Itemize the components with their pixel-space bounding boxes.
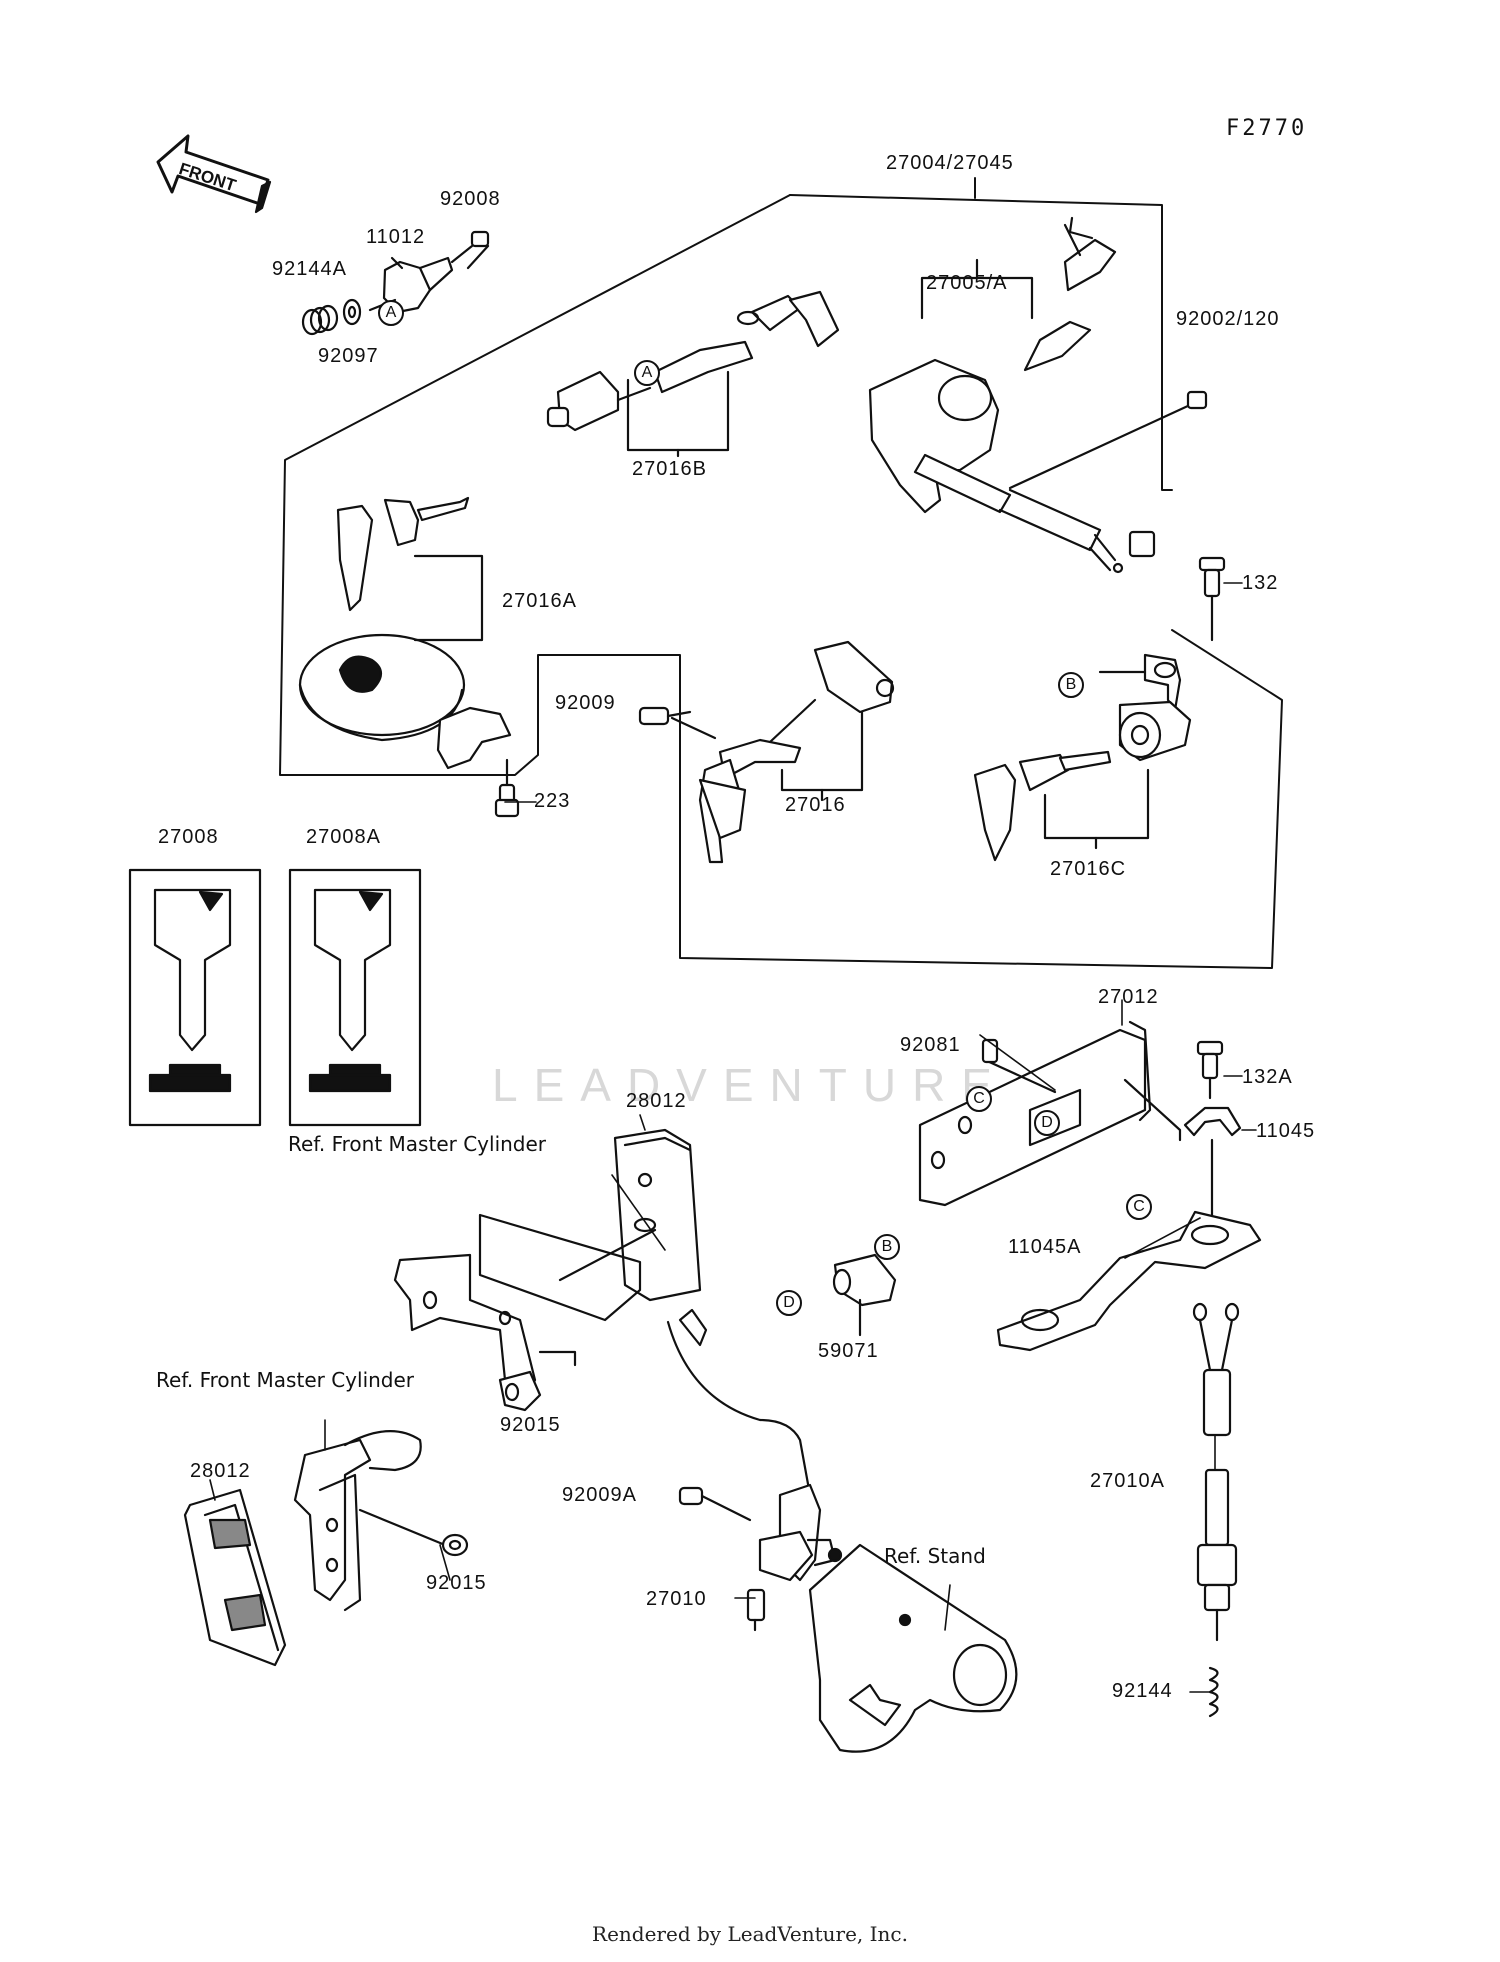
watermark: LEADVENTURE (492, 1059, 1008, 1111)
stand-ref-drawing (808, 1543, 1018, 1753)
helmet-lock-27016 (698, 640, 895, 864)
callout-d-2: D (776, 1290, 802, 1316)
part-label-223: 223 (534, 790, 571, 812)
part-label-28012-bottom: 28012 (190, 1460, 251, 1482)
bracket-27012 (918, 1020, 1182, 1207)
callout-c-2: C (1126, 1194, 1152, 1220)
part-label-92015-bottom: 92015 (426, 1572, 487, 1594)
bolt-92009 (638, 706, 717, 740)
ref-label-stand: Ref. Stand (884, 1544, 986, 1568)
key-blank-27008A (288, 868, 422, 1127)
callout-a-2: A (634, 360, 660, 386)
front-arrow-icon: FRONT (156, 134, 272, 214)
lock-27016C (973, 653, 1192, 862)
reflector-28012-bottom (183, 1488, 287, 1667)
part-label-27016B: 27016B (632, 458, 707, 480)
diagram-code: F2770 (1226, 116, 1308, 141)
footer-credit: Rendered by LeadVenture, Inc. (592, 1922, 908, 1946)
ref-label-master-cylinder-bottom: Ref. Front Master Cylinder (156, 1368, 415, 1392)
part-label-92009A: 92009A (562, 1484, 637, 1506)
part-label-27005A: 27005/A (926, 272, 1008, 294)
part-label-27016: 27016 (785, 794, 846, 816)
ref-label-master-cylinder-top: Ref. Front Master Cylinder (288, 1132, 547, 1156)
part-label-92144: 92144 (1112, 1680, 1173, 1702)
part-label-27012: 27012 (1098, 986, 1159, 1008)
part-label-27010A: 27010A (1090, 1470, 1165, 1492)
part-label-59071: 59071 (818, 1340, 879, 1362)
part-label-28012-top: 28012 (626, 1090, 687, 1112)
callout-d-1: D (1034, 1110, 1060, 1136)
part-label-27016A: 27016A (502, 590, 577, 612)
part-label-27008: 27008 (158, 826, 219, 848)
callout-a-1: A (378, 300, 404, 326)
bolt-132A (1196, 1040, 1224, 1100)
part-label-132: 132 (1242, 572, 1279, 594)
part-label-11045: 11045 (1256, 1120, 1316, 1142)
part-label-11012: 11012 (366, 226, 426, 248)
fuel-cap-27016A (298, 496, 512, 770)
nut-92015-bottom (441, 1533, 469, 1557)
seat-lock-27016B (546, 290, 840, 458)
part-label-27004-27045: 27004/27045 (886, 152, 1014, 174)
part-label-92002-120: 92002/120 (1176, 308, 1280, 330)
ignition-switch-27005A (868, 216, 1208, 574)
part-label-92009: 92009 (555, 692, 616, 714)
stand-switch-27010 (666, 1308, 837, 1632)
part-label-92144A: 92144A (272, 258, 347, 280)
nut-92015-top (498, 1350, 577, 1412)
part-label-92097: 92097 (318, 345, 379, 367)
part-label-92081: 92081 (900, 1034, 961, 1056)
callout-c-1: C (966, 1086, 992, 1112)
clamp-11045 (1183, 1106, 1242, 1222)
part-label-27010: 27010 (646, 1588, 707, 1610)
spring-92144A (301, 304, 339, 336)
bolt-92009A (678, 1486, 752, 1522)
bolt-92008 (450, 230, 490, 270)
spring-92144 (1208, 1666, 1219, 1718)
part-label-92008: 92008 (440, 188, 501, 210)
reflector-28012-top (558, 1128, 702, 1302)
part-label-27016C: 27016C (1050, 858, 1127, 880)
bracket-master-cylinder-top (393, 1213, 642, 1402)
key-blank-27008 (128, 868, 262, 1127)
washer-92097 (342, 298, 362, 326)
part-label-11045A: 11045A (1008, 1236, 1082, 1258)
plate-11045A (996, 1210, 1262, 1352)
bolt-223 (494, 758, 520, 818)
callout-b-2: B (874, 1234, 900, 1260)
switch-27010A (1192, 1302, 1240, 1642)
switch-59071 (832, 1253, 897, 1337)
part-label-27008A: 27008A (306, 826, 381, 848)
part-label-92015-top: 92015 (500, 1414, 561, 1436)
part-label-132A: 132A (1242, 1066, 1293, 1088)
callout-b-1: B (1058, 672, 1084, 698)
bracket-master-cylinder-bottom (293, 1430, 447, 1612)
assembly-outline (279, 177, 1283, 969)
leader-lines (209, 582, 1257, 1693)
bolt-132 (1198, 556, 1226, 642)
